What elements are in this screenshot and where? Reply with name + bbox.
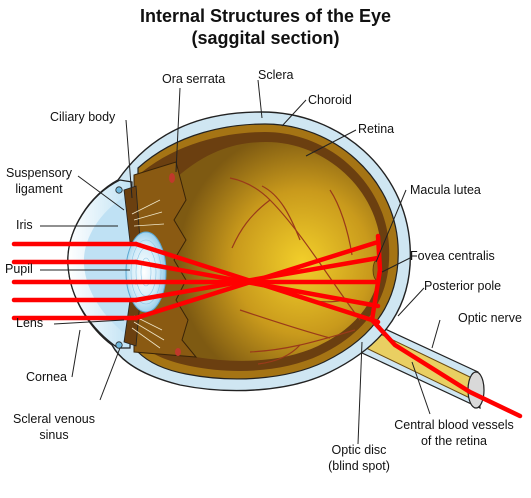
label-suspensory-2: ligament: [15, 182, 63, 196]
leader-lines: [40, 79, 441, 445]
label-scleral-venous-2: sinus: [39, 428, 69, 442]
label-ciliary-body: Ciliary body: [50, 110, 116, 124]
retinal-vessels: [229, 177, 361, 365]
scleral-venous-sinus-upper: [115, 186, 123, 194]
label-central-vessels-2: of the retina: [420, 434, 487, 448]
label-fovea-centralis: Fovea centralis: [410, 249, 495, 263]
label-retina: Retina: [358, 122, 395, 136]
title-line-1: Internal Structures of the Eye: [139, 6, 392, 26]
label-optic-nerve: Optic nerve: [458, 311, 522, 325]
label-cornea: Cornea: [26, 370, 67, 384]
label-suspensory-1: Suspensory: [5, 166, 72, 180]
light-rays: [11, 233, 523, 419]
ora-serrata-mark-lower: [175, 348, 181, 356]
label-central-vessels-1: Central blood vessels: [394, 418, 514, 432]
label-posterior-pole: Posterior pole: [424, 279, 502, 293]
label-choroid: Choroid: [308, 93, 352, 107]
label-pupil: Pupil: [5, 262, 33, 276]
label-scleral-venous-1: Scleral venous: [13, 412, 95, 426]
label-optic-disc-2: (blind spot): [328, 459, 390, 473]
scleral-venous-sinus-lower: [115, 341, 123, 349]
label-iris: Iris: [16, 218, 33, 232]
label-sclera: Sclera: [258, 68, 294, 82]
title-line-2: (saggital section): [191, 28, 340, 48]
label-lens: Lens: [16, 316, 44, 330]
label-optic-disc-1: Optic disc: [331, 443, 387, 457]
suspensory-ligament-fibers: [131, 199, 165, 349]
label-macula-lutea: Macula lutea: [410, 183, 481, 197]
label-ora-serrata: Ora serrata: [162, 72, 226, 86]
ora-serrata-mark: [169, 173, 175, 183]
